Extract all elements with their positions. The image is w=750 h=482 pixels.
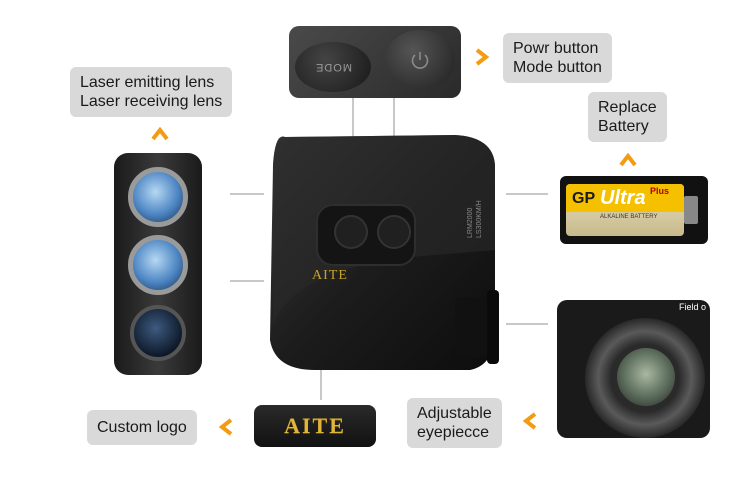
battery-stripe	[566, 184, 684, 212]
chevron-up-icon-battery	[619, 152, 637, 167]
power-button-photo	[385, 30, 455, 90]
battery-name: Ultra	[600, 187, 646, 209]
label-mode-button: Mode button	[513, 59, 602, 76]
device-button-power[interactable]	[377, 215, 411, 249]
chevron-right-icon	[475, 48, 490, 66]
connector-lens-bottom	[230, 280, 264, 282]
battery-photo: GP Ultra Plus ALKALINE BATTERY	[560, 176, 708, 244]
logo-badge-text: AITE	[284, 413, 346, 438]
chevron-up-icon	[151, 126, 169, 141]
device-model-line1: LRM2000	[467, 207, 474, 238]
device-model-line2: LS300KM/H	[476, 200, 483, 238]
connector-battery	[506, 193, 548, 195]
chevron-left-icon	[522, 412, 537, 430]
battery-type: ALKALINE BATTERY	[600, 214, 658, 220]
label-power-button: Powr button	[513, 40, 599, 57]
chevron-left-icon-logo	[218, 418, 233, 436]
connector-lens-top	[230, 193, 264, 195]
eyepiece-photo: Field o	[557, 300, 710, 438]
connector-eyepiece	[506, 323, 548, 325]
battery-cell: GP Ultra Plus ALKALINE BATTERY	[566, 184, 684, 236]
label-custom-logo: Custom logo	[97, 419, 187, 436]
label-emitting-lens: Laser emitting lens	[80, 74, 215, 91]
label-replace: Replace	[598, 99, 657, 116]
label-eyepiece: Adjustable eyepiecce	[407, 398, 502, 448]
battery-plus: Plus	[650, 186, 670, 196]
battery-contact	[684, 196, 698, 224]
label-battery-word: Battery	[598, 118, 649, 135]
mode-button-photo: MODE	[295, 42, 371, 92]
label-logo: Custom logo	[87, 410, 197, 445]
rangefinder-device	[270, 135, 499, 370]
logo-badge: AITE	[254, 405, 376, 447]
device-brand-text: AITE	[312, 268, 348, 283]
lens-bottom	[130, 305, 186, 361]
lens-photo	[114, 153, 202, 375]
label-buttons: Powr button Mode button	[503, 33, 612, 83]
label-receiving-lens: Laser receiving lens	[80, 93, 223, 110]
label-lens: Laser emitting lens Laser receiving lens	[70, 67, 233, 117]
eyepiece-corner-text: Field o	[679, 302, 707, 312]
lens-top	[128, 167, 188, 227]
lens-middle	[128, 235, 188, 295]
label-battery: Replace Battery	[588, 92, 667, 142]
battery-brand: GP	[572, 190, 596, 207]
power-icon	[411, 52, 429, 69]
eyepiece-glass	[617, 348, 675, 406]
buttons-photo: MODE	[289, 26, 461, 98]
device-button-mode[interactable]	[334, 215, 368, 249]
label-eyepiece-word: eyepiecce	[417, 424, 490, 441]
device-model-text: LRM2000 LS300KM/H	[466, 200, 484, 238]
mode-button-text: MODE	[314, 61, 352, 73]
label-adjustable: Adjustable	[417, 405, 492, 422]
